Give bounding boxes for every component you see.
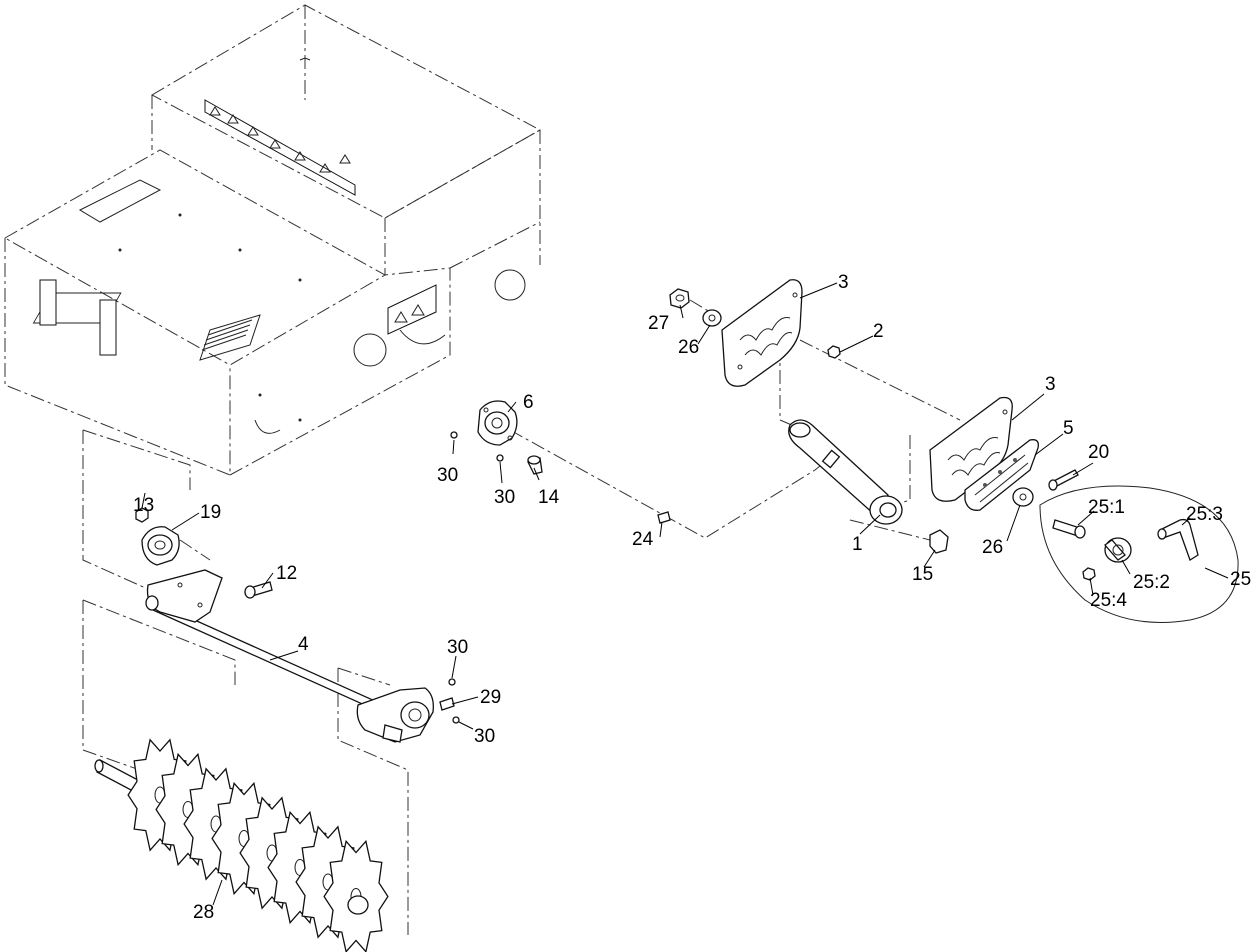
depth-lever bbox=[788, 419, 903, 525]
washer-26-lower bbox=[1012, 487, 1034, 507]
callout-25-2: 25:2 bbox=[1133, 572, 1170, 593]
depth-plate-lower bbox=[929, 396, 1013, 502]
right-shaft-bracket bbox=[356, 687, 434, 743]
callout-30-a: 30 bbox=[437, 465, 458, 486]
grease-fitting-30-a bbox=[450, 431, 458, 439]
bushing-15 bbox=[929, 529, 949, 554]
warning-decals bbox=[204, 99, 356, 196]
callout-3-upper: 3 bbox=[838, 272, 849, 293]
callout-28: 28 bbox=[193, 902, 214, 923]
vent-slots bbox=[201, 319, 253, 351]
grease-fitting-30-c bbox=[448, 678, 456, 686]
callout-6: 6 bbox=[523, 392, 534, 413]
grease-fitting-30-b bbox=[496, 454, 504, 462]
fitting-29 bbox=[439, 697, 455, 711]
callout-1: 1 bbox=[852, 534, 863, 555]
callout-25-1: 25:1 bbox=[1088, 497, 1125, 518]
handle-assembly-outline bbox=[1039, 485, 1239, 623]
callout-4: 4 bbox=[298, 634, 309, 655]
machine-frame bbox=[3, 4, 542, 476]
callout-15: 15 bbox=[912, 564, 933, 585]
callout-19: 19 bbox=[200, 502, 221, 523]
side-decal-2 bbox=[99, 299, 117, 356]
callout-25: 25 bbox=[1230, 569, 1251, 590]
depth-plate-upper bbox=[721, 279, 803, 387]
side-decal-1 bbox=[39, 279, 57, 326]
callout-25-4: 25:4 bbox=[1090, 590, 1127, 611]
callout-5: 5 bbox=[1063, 418, 1074, 439]
roller-shaft-4 bbox=[145, 569, 400, 722]
nut-27 bbox=[669, 288, 690, 309]
bolt-14 bbox=[527, 455, 543, 475]
pin-24 bbox=[657, 511, 671, 524]
nut-25-4 bbox=[1082, 567, 1096, 581]
callout-24: 24 bbox=[632, 529, 654, 550]
washer-26-upper bbox=[702, 309, 722, 327]
depth-decal bbox=[964, 439, 1039, 511]
callout-14: 14 bbox=[538, 487, 560, 508]
callout-12: 12 bbox=[276, 563, 297, 584]
callout-27: 27 bbox=[648, 313, 669, 334]
bearing-flange-19 bbox=[141, 526, 180, 566]
side-warning-decal bbox=[387, 284, 437, 335]
callout-25-3: 25:3 bbox=[1186, 504, 1223, 525]
knob-body-25-2 bbox=[1104, 537, 1132, 563]
callout-2: 2 bbox=[873, 321, 884, 342]
callout-30-b: 30 bbox=[494, 487, 515, 508]
callout-26-lower: 26 bbox=[982, 537, 1003, 558]
handle-25-3 bbox=[1157, 518, 1199, 561]
bearing-flange-6 bbox=[477, 400, 518, 446]
callout-labels: 1 2 3 3 4 5 6 12 13 14 15 19 20 24 25 25… bbox=[133, 272, 1251, 923]
nut-2 bbox=[827, 345, 841, 359]
bolt-12 bbox=[244, 581, 273, 599]
callout-20: 20 bbox=[1088, 442, 1109, 463]
callout-26-upper: 26 bbox=[678, 337, 699, 358]
callout-29: 29 bbox=[480, 687, 501, 708]
grease-fitting-30-d bbox=[452, 716, 460, 724]
bolt-20 bbox=[1048, 469, 1079, 491]
callout-13: 13 bbox=[133, 495, 154, 516]
callout-30-d: 30 bbox=[474, 726, 495, 747]
leader-lines bbox=[141, 282, 1229, 906]
spike-roller-28 bbox=[94, 738, 389, 952]
callout-3-lower: 3 bbox=[1045, 374, 1056, 395]
callout-30-c: 30 bbox=[447, 637, 468, 658]
pin-25-1 bbox=[1052, 519, 1086, 539]
